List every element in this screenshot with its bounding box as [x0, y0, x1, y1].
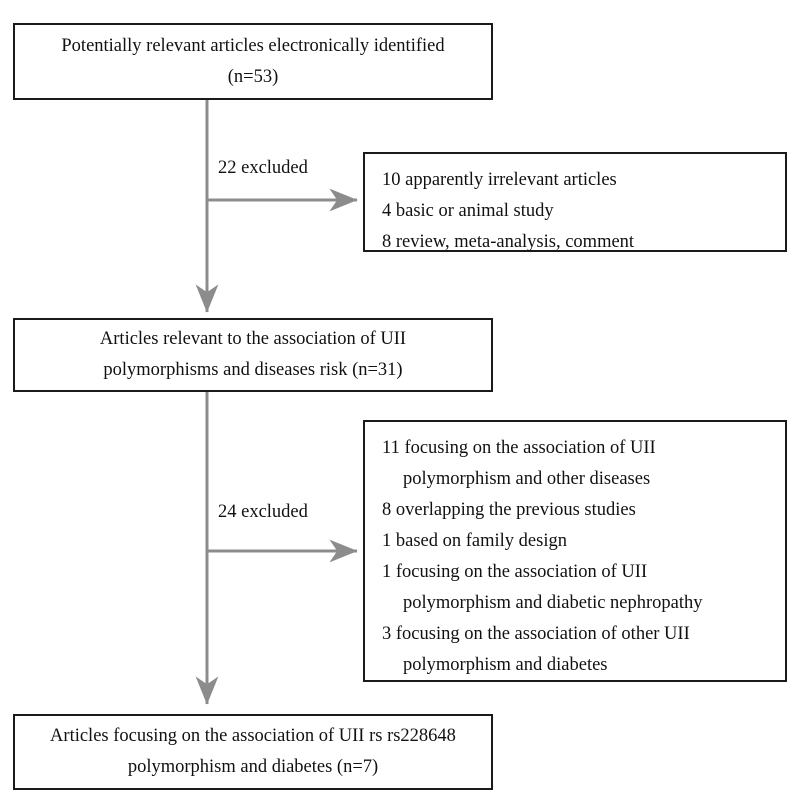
node-line: 3 focusing on the association of other U…	[382, 624, 690, 644]
node-line: 1 based on family design	[382, 531, 567, 551]
node-line: Articles relevant to the association of …	[99, 329, 407, 349]
edge-label-first-exclusion: 22 excluded	[218, 158, 308, 178]
node-line: 10 apparently irrelevant articles	[382, 170, 617, 190]
node-articles-identified: Potentially relevant articles electronic…	[13, 23, 493, 100]
node-line: 8 review, meta-analysis, comment	[382, 232, 635, 252]
edge-label-second-exclusion: 24 excluded	[218, 502, 308, 522]
node-line: Potentially relevant articles electronic…	[61, 35, 445, 56]
node-line: polymorphism and other diseases	[403, 469, 651, 489]
node-line: Articles focusing on the association of …	[50, 726, 456, 746]
node-articles-included: Articles focusing on the association of …	[13, 714, 493, 790]
node-line: 4 basic or animal study	[382, 201, 554, 221]
node-articles-relevant: Articles relevant to the association of …	[13, 318, 493, 392]
node-line: 1 focusing on the association of UII	[382, 562, 648, 582]
node-line: polymorphism and diabetic nephropathy	[403, 593, 703, 613]
node-line: (n=53)	[227, 66, 279, 87]
node-line: 8 overlapping the previous studies	[382, 500, 636, 520]
node-line: polymorphism and diabetes (n=7)	[127, 757, 379, 777]
node-line: 11 focusing on the association of UII	[382, 438, 656, 458]
node-second-exclusion-reasons: 11 focusing on the association of UII po…	[363, 420, 787, 682]
node-line: polymorphism and diabetes	[403, 655, 608, 675]
node-first-exclusion-reasons: 10 apparently irrelevant articles 4 basi…	[363, 152, 787, 252]
node-line: polymorphisms and diseases risk (n=31)	[103, 360, 403, 380]
